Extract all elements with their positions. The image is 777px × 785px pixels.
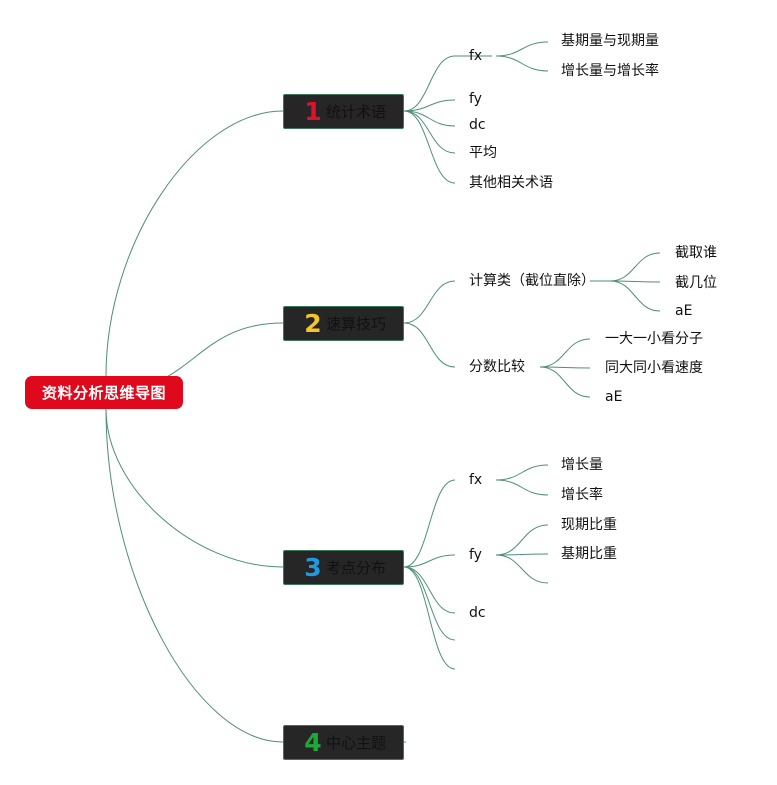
- topic-truncate-what[interactable]: 截取谁: [675, 245, 717, 261]
- topic-growth-rate[interactable]: 增长率: [561, 487, 603, 503]
- topic-base-share[interactable]: 基期比重: [561, 546, 617, 562]
- connector-line: [403, 280, 456, 324]
- topic-growth-amount[interactable]: 增长量: [561, 457, 603, 473]
- topic-ae[interactable]: aE: [605, 389, 623, 405]
- connector-line: [403, 479, 456, 568]
- topic-truncation-division[interactable]: 计算类（截位直除）: [469, 273, 595, 289]
- connector-line: [609, 252, 661, 282]
- topic-speed-rule[interactable]: 同大同小看速度: [605, 360, 703, 376]
- connector-line: [403, 566, 456, 670]
- branch-label: 考点分布: [326, 559, 387, 577]
- connector-line: [539, 366, 591, 398]
- topic-current-share[interactable]: 现期比重: [561, 517, 617, 533]
- connector-line: [495, 464, 549, 481]
- topic-base-current[interactable]: 基期量与现期量: [561, 33, 659, 49]
- topic-ae[interactable]: aE: [675, 303, 693, 319]
- branch-quick-calc[interactable]: 2 速算技巧: [283, 306, 404, 341]
- topic-average[interactable]: 平均: [469, 145, 497, 161]
- branch-exam-points[interactable]: 3 考点分布: [283, 550, 404, 585]
- connector-line: [403, 554, 456, 568]
- connector-line: [539, 338, 591, 368]
- topic-fy[interactable]: fy: [469, 91, 482, 107]
- topic-dc[interactable]: dc: [469, 117, 486, 133]
- connector-line: [495, 553, 549, 556]
- topic-fx[interactable]: fx: [469, 48, 483, 64]
- connector-line: [403, 99, 456, 112]
- connector-line: [495, 524, 549, 556]
- connector-line: [105, 408, 284, 743]
- connector-line: [403, 566, 456, 614]
- connector-line: [105, 110, 284, 377]
- connector-line: [403, 110, 456, 154]
- topic-growth[interactable]: 增长量与增长率: [561, 63, 659, 79]
- connector-line: [495, 479, 549, 496]
- topic-fx[interactable]: fx: [469, 472, 483, 488]
- connector-line: [495, 554, 549, 584]
- branch-number: 4: [304, 728, 322, 757]
- connector-line: [609, 280, 661, 312]
- branch-number: 2: [304, 309, 322, 338]
- branch-number: 3: [304, 553, 322, 582]
- topic-other-terms[interactable]: 其他相关术语: [469, 175, 553, 191]
- connector-line: [609, 280, 661, 283]
- connector-line: [495, 55, 549, 72]
- connector-line: [403, 322, 456, 368]
- connector-line: [403, 55, 456, 112]
- root-topic[interactable]: 资料分析思维导图: [25, 376, 183, 409]
- topic-numerator-rule[interactable]: 一大一小看分子: [605, 331, 703, 347]
- branch-label: 中心主题: [326, 734, 387, 752]
- connector-line: [105, 408, 284, 568]
- branch-label: 统计术语: [326, 103, 387, 121]
- topic-dc[interactable]: dc: [469, 605, 486, 621]
- connector-line: [539, 366, 591, 369]
- branch-label: 速算技巧: [326, 315, 387, 333]
- connector-line: [495, 41, 549, 57]
- branch-number: 1: [304, 97, 322, 126]
- topic-fy[interactable]: fy: [469, 547, 482, 563]
- branch-statistical-terms[interactable]: 1 统计术语: [283, 94, 404, 129]
- branch-central-topic[interactable]: 4 中心主题: [283, 725, 404, 760]
- connector-line: [403, 566, 456, 641]
- topic-truncate-digits[interactable]: 截几位: [675, 275, 717, 291]
- topic-fraction-compare[interactable]: 分数比较: [469, 359, 525, 375]
- connector-line: [403, 110, 456, 127]
- connector-line: [403, 110, 456, 184]
